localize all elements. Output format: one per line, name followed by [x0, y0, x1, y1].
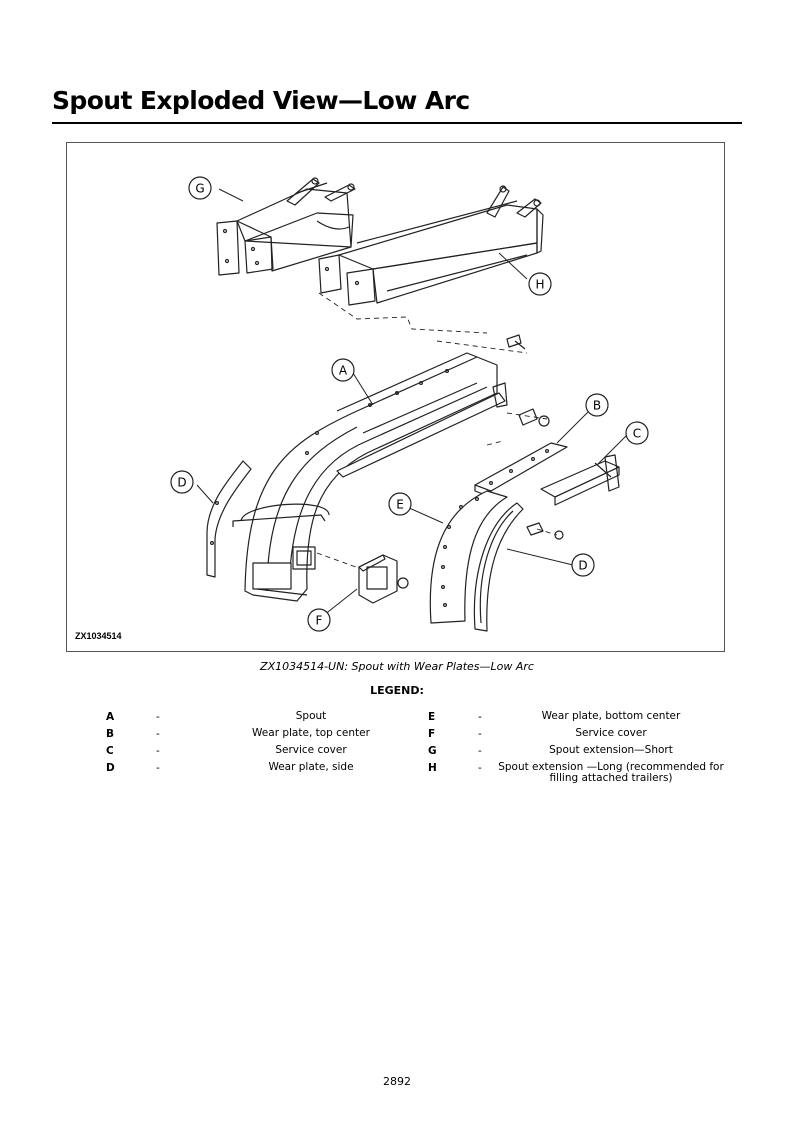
- legend-separator: -: [156, 762, 160, 774]
- legend-separator: -: [478, 728, 482, 740]
- legend-separator: -: [156, 745, 160, 757]
- legend-right-column: E - Wear plate, bottom center F - Servic…: [428, 711, 748, 784]
- callout-e: E: [396, 498, 404, 512]
- callout-d-right: D: [578, 559, 587, 573]
- legend-key: G: [428, 745, 437, 757]
- legend-left-column: A - Spout B - Wear plate, top center C -…: [106, 711, 406, 779]
- legend-value: Wear plate, bottom center: [541, 710, 681, 722]
- legend-row: G - Spout extension—Short: [428, 745, 748, 762]
- page-number: 2892: [383, 1075, 411, 1088]
- legend-row: B - Wear plate, top center: [106, 728, 406, 745]
- legend-key: H: [428, 762, 437, 774]
- legend-value: Service cover: [575, 727, 647, 739]
- part-h-drawing: [318, 185, 544, 306]
- page-title: Spout Exploded View—Low Arc: [52, 86, 470, 115]
- legend-value: Wear plate, top center: [252, 727, 370, 739]
- legend-separator: -: [478, 711, 482, 723]
- legend-key: E: [428, 711, 436, 723]
- fastener-drawings: [397, 334, 564, 589]
- legend-row: E - Wear plate, bottom center: [428, 711, 748, 728]
- callout-a: A: [339, 364, 348, 378]
- legend-key: D: [106, 762, 115, 774]
- legend-separator: -: [156, 728, 160, 740]
- legend-key: A: [106, 711, 115, 723]
- part-f-drawing: [358, 554, 398, 604]
- legend-row: H - Spout extension —Long (recommended f…: [428, 762, 748, 784]
- legend-key: B: [106, 728, 115, 740]
- callout-g: G: [195, 182, 204, 196]
- legend-key: C: [106, 745, 114, 757]
- callout-d-left: D: [177, 476, 186, 490]
- figure-id: ZX1034514: [75, 631, 122, 641]
- callout-c: C: [633, 427, 641, 441]
- legend-value: Spout: [295, 710, 327, 722]
- title-divider: [52, 122, 742, 124]
- legend-row: F - Service cover: [428, 728, 748, 745]
- legend-title: LEGEND:: [370, 684, 424, 697]
- legend-value: Wear plate, side: [268, 761, 354, 773]
- legend-value: Spout extension—Short: [549, 744, 673, 756]
- part-c-drawing: [540, 454, 620, 506]
- part-a-drawing: [232, 352, 508, 602]
- exploded-view-figure: G H A B C D E F D ZX1034514: [66, 142, 725, 652]
- figure-caption: ZX1034514-UN: Spout with Wear Plates—Low…: [260, 660, 534, 673]
- legend-separator: -: [478, 762, 482, 774]
- legend-separator: -: [478, 745, 482, 757]
- part-d-left-drawing: [206, 460, 252, 578]
- callout-b: B: [593, 399, 601, 413]
- legend-row: A - Spout: [106, 711, 406, 728]
- exploded-view-drawing: G H A B C D E F D: [170, 176, 649, 632]
- part-d-right-drawing: [473, 502, 524, 632]
- legend-key: F: [428, 728, 436, 740]
- legend-separator: -: [156, 711, 160, 723]
- legend-row: D - Wear plate, side: [106, 762, 406, 779]
- callout-h: H: [535, 278, 544, 292]
- legend-value: Spout extension —Long (recommended for f…: [498, 761, 724, 784]
- legend-row: C - Service cover: [106, 745, 406, 762]
- part-g-drawing: [216, 177, 356, 276]
- legend-value: Service cover: [275, 744, 347, 756]
- callout-f: F: [316, 614, 323, 628]
- part-e-drawing: [429, 490, 508, 624]
